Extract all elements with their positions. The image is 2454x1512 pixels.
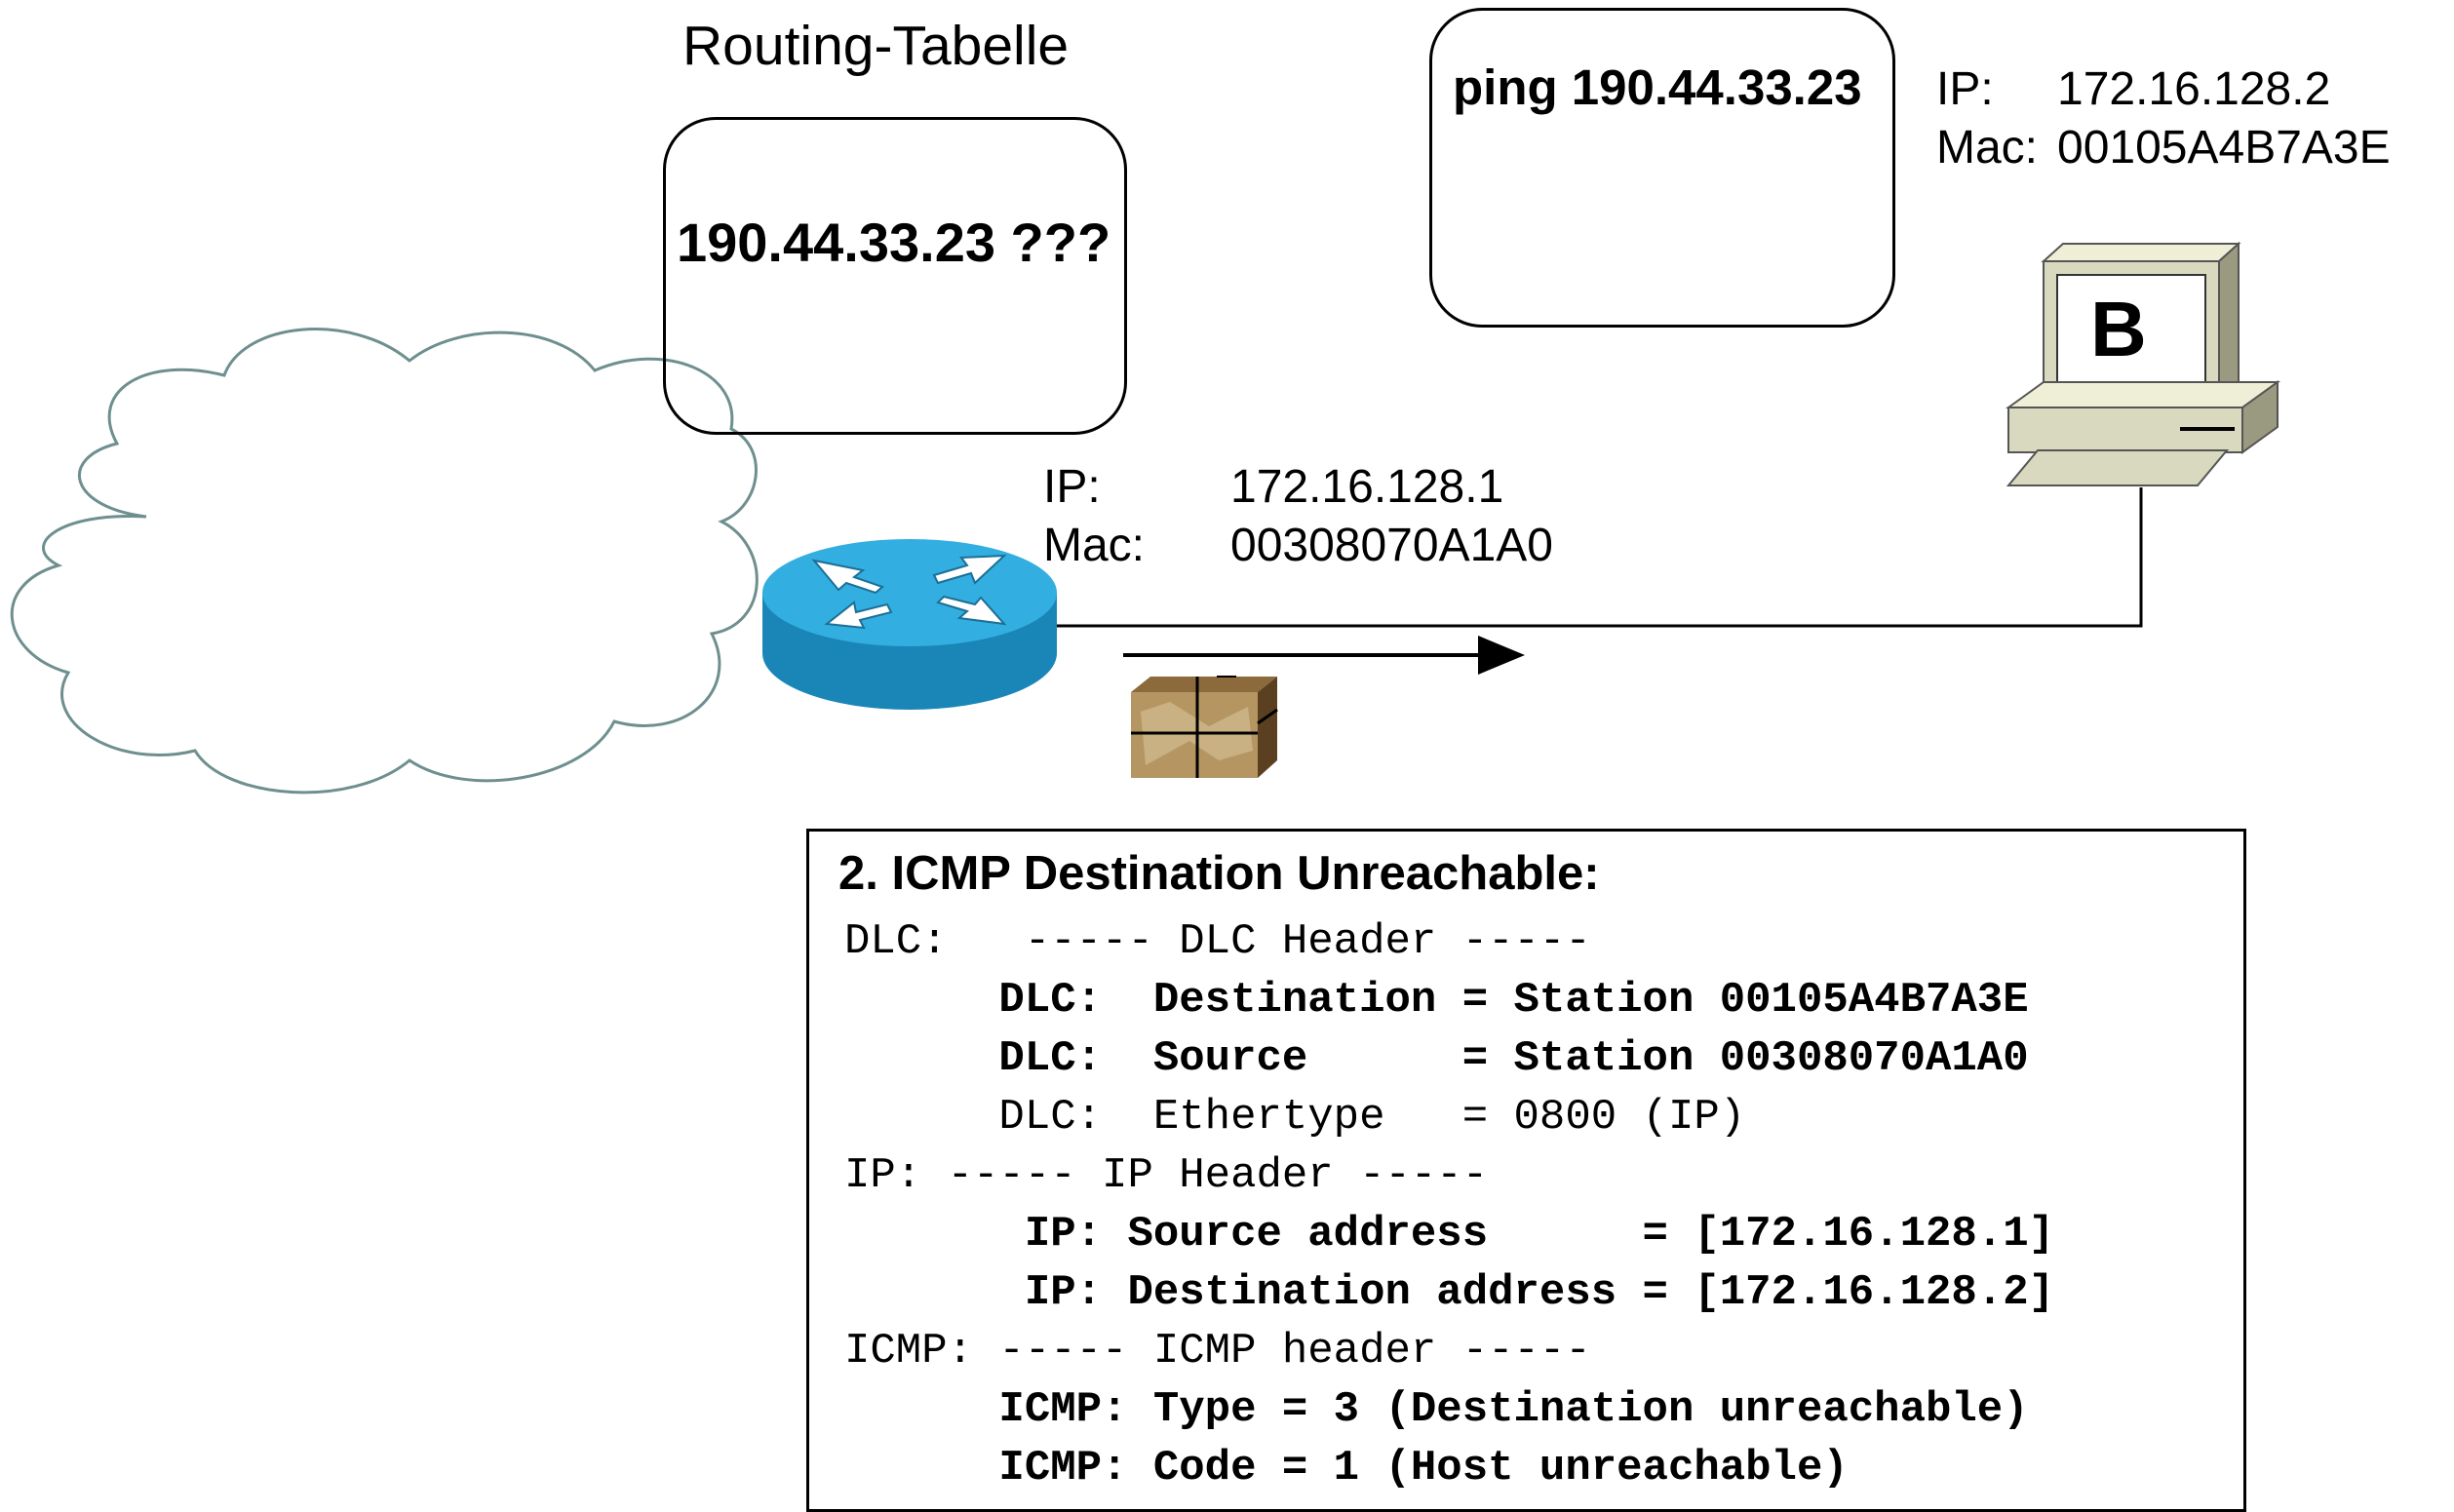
icmp-type-line: ICMP: Type = 3 (Destination unreachable) <box>844 1385 2029 1434</box>
host-b-mac-label: Mac: <box>1936 122 2039 174</box>
ping-command: ping 190.44.33.23 <box>1453 59 1862 115</box>
dlc-ethertype-line: DLC: Ethertype = 0800 (IP) <box>844 1093 1746 1142</box>
icmp-code-line: ICMP: Code = 1 (Host unreachable) <box>844 1444 1849 1493</box>
dlc-destination-line: DLC: Destination = Station 00105A4B7A3E <box>844 976 2029 1025</box>
router-mac-value: 00308070A1A0 <box>1230 520 1553 571</box>
network-link <box>1053 487 2143 628</box>
routing-table-entry: 190.44.33.23 ??? <box>677 212 1111 273</box>
router-mac-label: Mac: <box>1043 520 1146 571</box>
routing-table-title: Routing-Tabelle <box>682 15 1070 77</box>
packet-decode-box <box>806 829 2246 1512</box>
computer-b-label: B <box>2090 286 2147 372</box>
network-cloud-icon <box>10 328 759 795</box>
routing-table-box <box>663 117 1127 435</box>
host-b-ip-value: 172.16.128.2 <box>2057 63 2331 115</box>
host-b-mac-value: 00105A4B7A3E <box>2057 122 2391 174</box>
dlc-source-line: DLC: Source = Station 00308070A1A0 <box>844 1034 2029 1083</box>
router-icon <box>762 539 1057 710</box>
router-ip-value: 172.16.128.1 <box>1230 461 1504 513</box>
computer-b-icon <box>2005 241 2281 486</box>
ip-source-line: IP: Source address = [172.16.128.1] <box>844 1210 2055 1259</box>
dlc-header-line: DLC: ----- DLC Header ----- <box>844 917 1591 966</box>
host-b-ip-label: IP: <box>1936 63 1994 115</box>
icmp-header-line: ICMP: ----- ICMP header ----- <box>844 1327 1591 1376</box>
ip-header-line: IP: ----- IP Header ----- <box>844 1151 1489 1200</box>
packet-decode-title: 2. ICMP Destination Unreachable: <box>838 847 1600 900</box>
ping-command-box <box>1429 8 1895 328</box>
package-icon <box>1131 676 1278 778</box>
router-ip-label: IP: <box>1043 461 1101 513</box>
ip-destination-line: IP: Destination address = [172.16.128.2] <box>844 1268 2055 1317</box>
